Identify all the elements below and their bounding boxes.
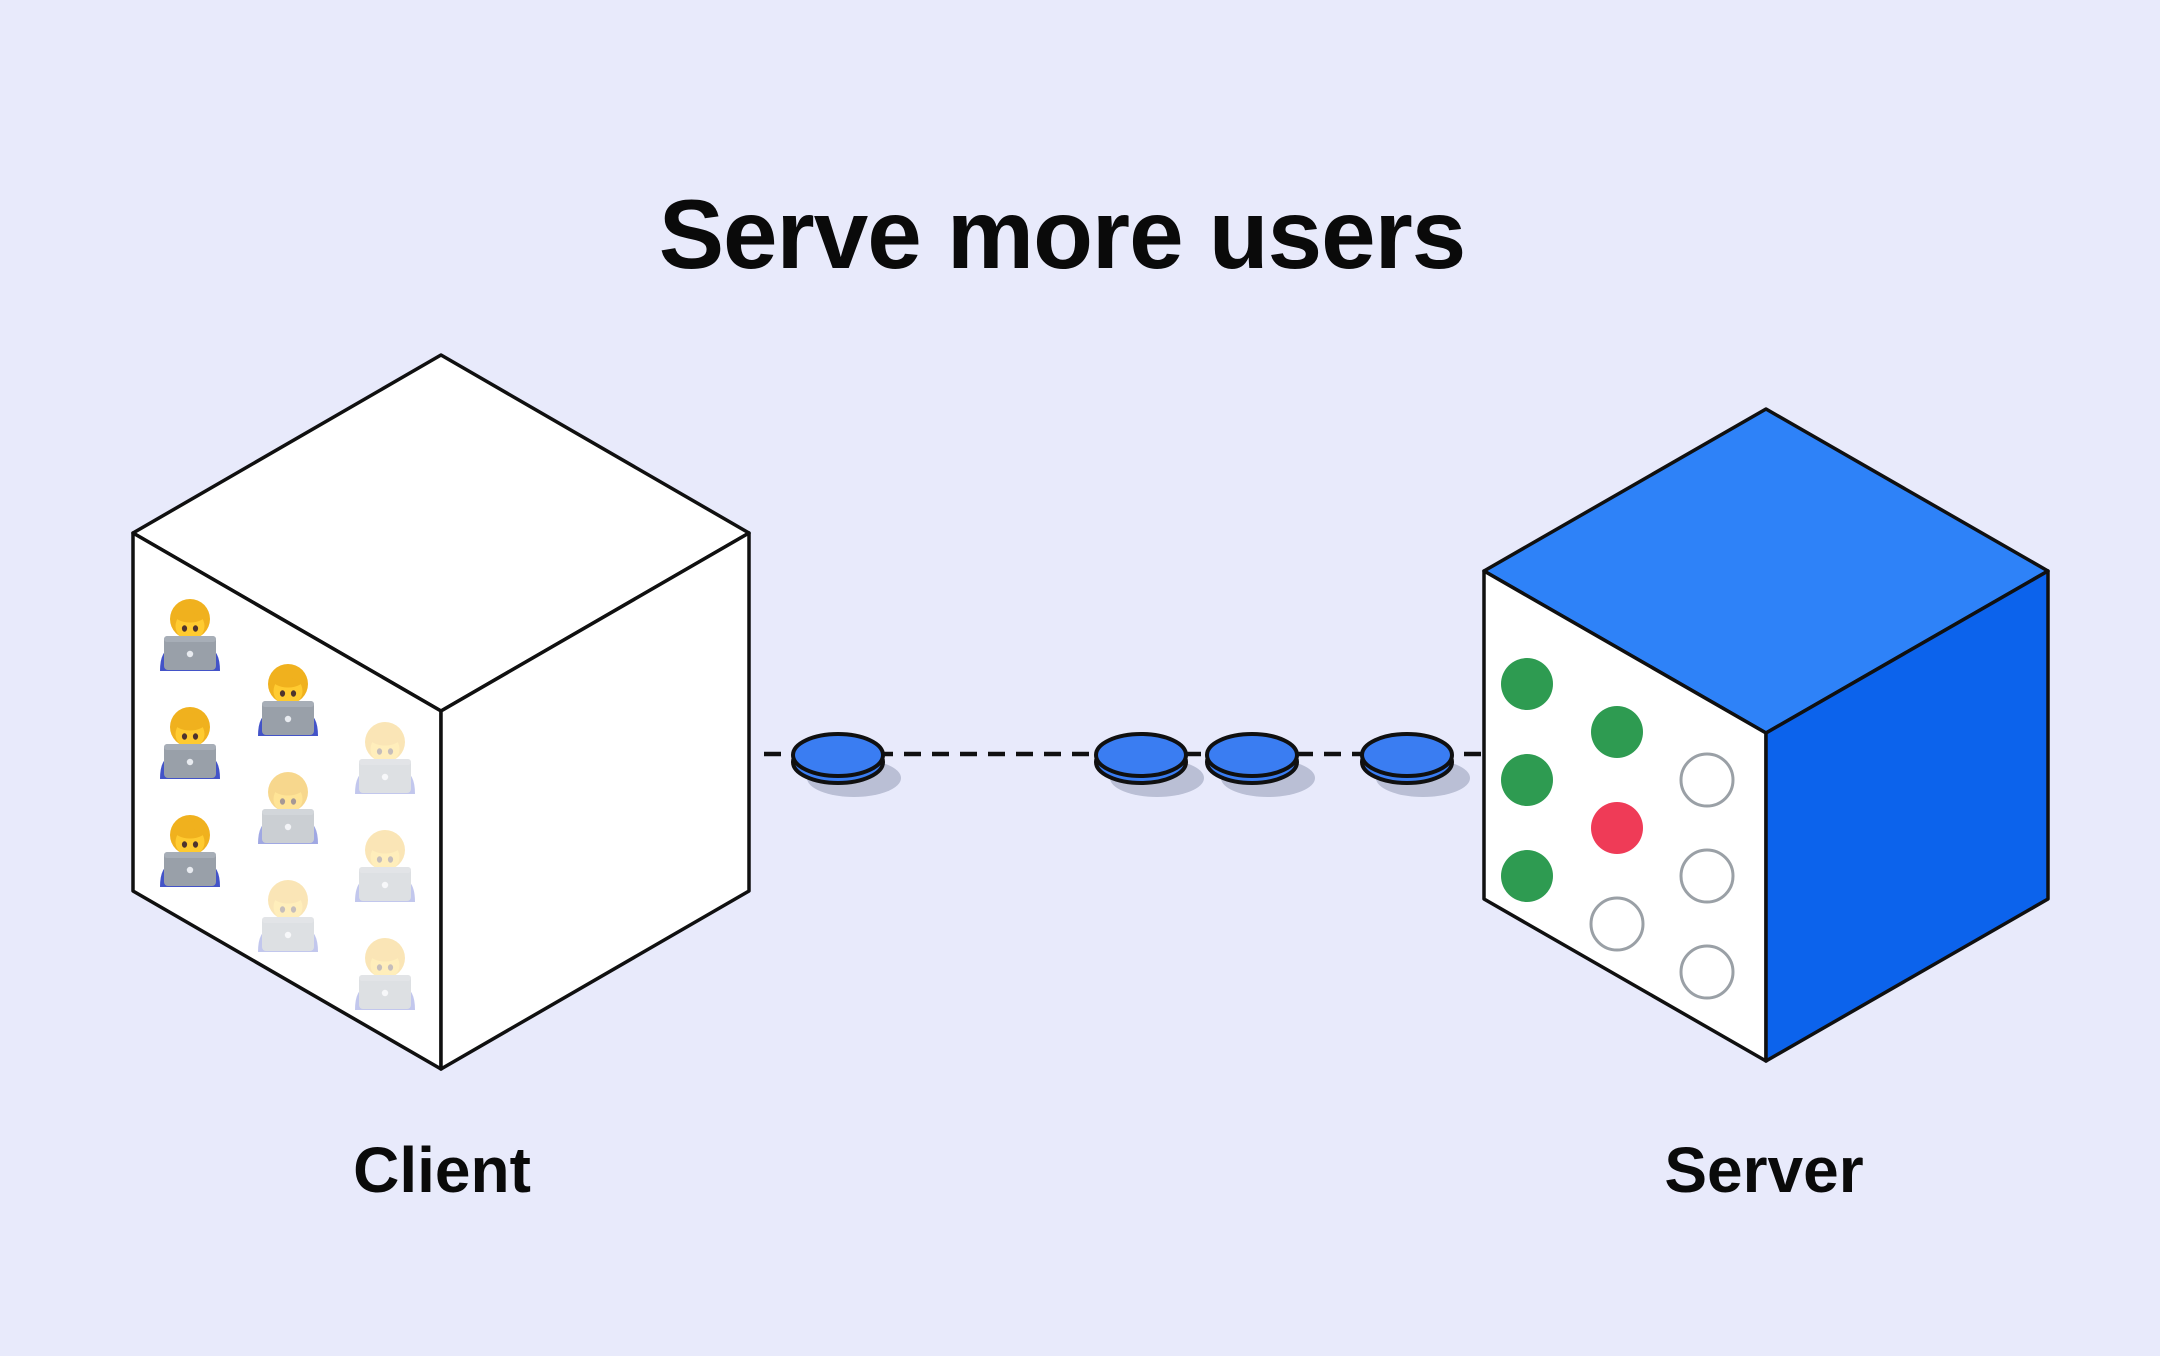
client-cube (131, 353, 751, 1071)
packet-disc (1205, 732, 1315, 797)
server-slot-active (1501, 658, 1553, 710)
page-title: Serve more users (659, 179, 1466, 289)
server-slots-grid (1501, 658, 1735, 1000)
server-slot-active (1501, 850, 1553, 902)
packet-disc (791, 732, 901, 797)
server-slot-active (1501, 754, 1553, 806)
server-slot-active (1591, 706, 1643, 758)
server-cube (1482, 407, 2050, 1063)
client-label: Client (353, 1134, 531, 1206)
server-slot-error (1591, 802, 1643, 854)
packet-disc (1360, 732, 1470, 797)
packet-disc (1094, 732, 1204, 797)
server-slot-free (1679, 848, 1735, 904)
server-label: Server (1664, 1134, 1863, 1206)
server-slot-free (1679, 944, 1735, 1000)
connection-packets (791, 732, 1470, 797)
server-cube-right-face (1764, 569, 2050, 1063)
server-slot-free (1589, 896, 1645, 952)
client-cube-right-face (439, 531, 751, 1071)
server-slot-free (1679, 752, 1735, 808)
